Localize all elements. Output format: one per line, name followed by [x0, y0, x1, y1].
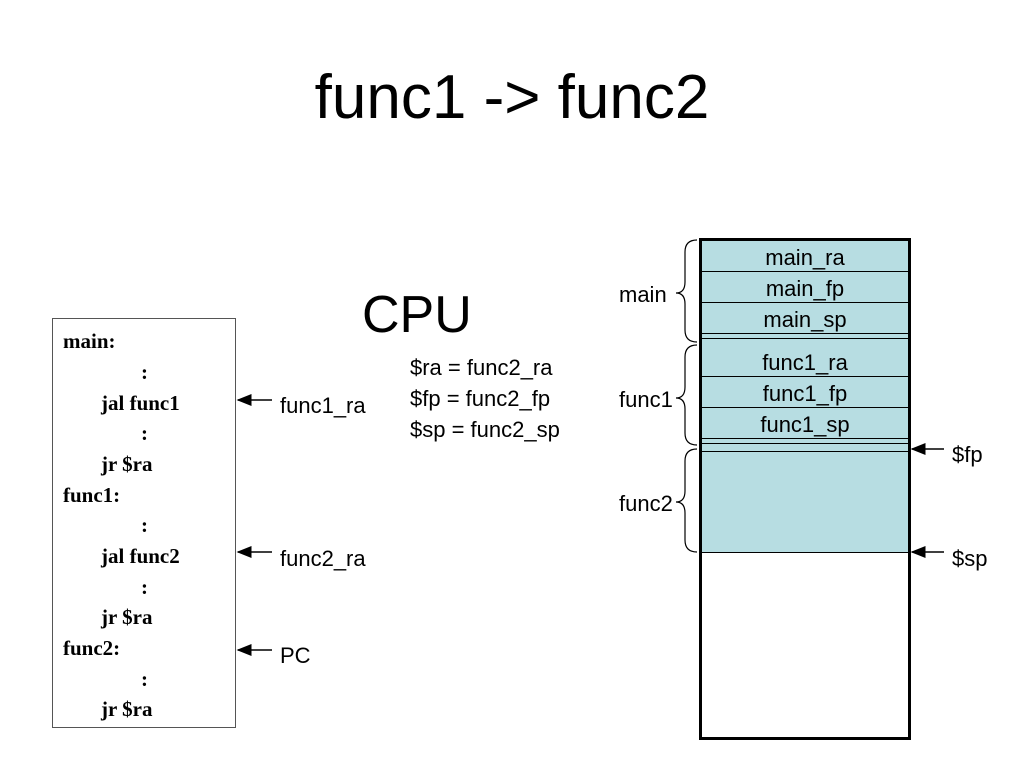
ra-register: $ra = func2_ra	[410, 355, 553, 380]
sp-register: $sp = func2_sp	[410, 417, 560, 442]
fp-register: $fp = func2_fp	[410, 386, 551, 411]
func1-frame-label: func1	[619, 387, 673, 412]
code-line-jr-ra: jr $ra	[101, 697, 153, 721]
code-line-func2-label: func2:	[63, 636, 121, 660]
code-line-main-label: main:	[63, 329, 116, 353]
code-line-func1-label: func1:	[63, 483, 121, 507]
frame-divider	[702, 451, 908, 452]
code-line-jal-func2: jal func2	[101, 544, 180, 568]
stack-used-region	[702, 241, 908, 552]
code-line-jr-ra: jr $ra	[101, 605, 153, 629]
fp-pointer-label: $fp	[952, 442, 983, 467]
code-line-ellipsis: :	[141, 667, 148, 691]
cpu-title: CPU	[362, 286, 472, 344]
stack: main_ra main_fp main_sp func1_ra func1_f…	[699, 238, 911, 740]
code-line-ellipsis: :	[141, 421, 148, 445]
stack-top-line	[702, 552, 908, 553]
slide-title: func1 -> func2	[314, 63, 710, 132]
code-line-ellipsis: :	[141, 360, 148, 384]
frame-divider	[702, 443, 908, 444]
code-line-jr-ra: jr $ra	[101, 452, 153, 476]
func2-frame-label: func2	[619, 491, 673, 516]
main-frame-label: main	[619, 282, 667, 307]
pc-pointer-label: PC	[280, 643, 311, 668]
code-listing: main: : jal func1 : jr $ra func1: : jal …	[52, 318, 236, 728]
stack-cell-func1-sp: func1_sp	[702, 408, 908, 439]
stack-cell-main-fp: main_fp	[702, 272, 908, 303]
stack-cell-main-sp: main_sp	[702, 303, 908, 334]
stack-cell-main-ra: main_ra	[702, 241, 908, 272]
func2-ra-pointer-label: func2_ra	[280, 546, 366, 571]
stack-cell-func1-ra: func1_ra	[702, 346, 908, 377]
func1-frame-brace	[675, 344, 698, 446]
func1-ra-pointer-label: func1_ra	[280, 393, 366, 418]
stack-cell-func1-fp: func1_fp	[702, 377, 908, 408]
code-line-ellipsis: :	[141, 575, 148, 599]
frame-divider	[702, 338, 908, 339]
main-frame-brace	[675, 239, 698, 343]
code-line-jal-func1: jal func1	[101, 391, 180, 415]
code-line-ellipsis: :	[141, 513, 148, 537]
sp-pointer-label: $sp	[952, 546, 988, 571]
func2-frame-brace	[675, 448, 698, 553]
